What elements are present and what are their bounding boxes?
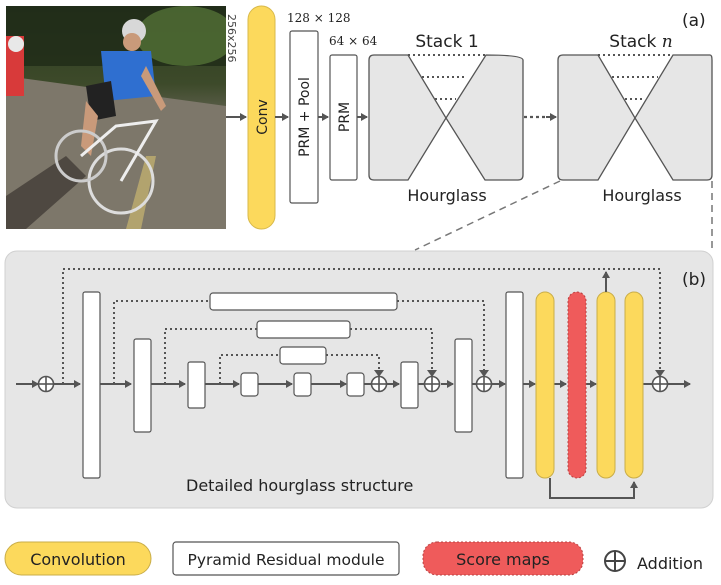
prm-decoder-1 [400, 361, 419, 409]
stack-1-title: Stack 1 [415, 32, 478, 52]
prm-encoder-1 [82, 291, 101, 479]
bypass-conv1-to-conv3 [549, 478, 638, 499]
prm-decoder-3 [505, 291, 524, 479]
panel-a-label: (a) [682, 11, 706, 31]
score-maps-block [567, 291, 587, 479]
prm-bottleneck-1 [240, 372, 259, 397]
addition-icon [604, 550, 626, 572]
prm-skip-block-2 [256, 320, 351, 339]
legend-item-addition: Addition [604, 550, 703, 573]
skip-level-3 [219, 354, 380, 384]
prm-decoder-2 [454, 338, 473, 433]
prm-pool-size-label: 128 × 128 [287, 11, 351, 25]
conv-label: Conv [255, 99, 271, 135]
conv-block-1 [535, 291, 555, 479]
legend-prm-label: Pyramid Residual module [187, 551, 384, 569]
skip-level-2 [164, 328, 433, 384]
stack-n-caption: Hourglass [602, 186, 681, 205]
prm-skip-block-3 [279, 346, 327, 365]
conv-block-2 [596, 291, 616, 479]
legend-item-convolution: Convolution [4, 541, 152, 576]
prm-label: PRM [337, 102, 353, 132]
panel-b-caption: Detailed hourglass structure [186, 476, 413, 495]
addition-nodes [37, 375, 669, 393]
skip-connections [62, 268, 661, 384]
stack-n-title: Stack n [609, 32, 672, 52]
prm-encoder-3 [187, 361, 206, 409]
input-size-label: 256x256 [225, 14, 238, 63]
prm-pool-label: PRM + Pool [297, 77, 313, 157]
skip-arrowheads [374, 370, 665, 377]
legend-item-score-maps: Score maps [422, 541, 584, 576]
prm-bottleneck-3 [346, 372, 365, 397]
hourglass-stack-1: Stack 1 Hourglass [368, 32, 524, 205]
prm-bottleneck-2 [293, 372, 312, 397]
hourglass-right-half [634, 54, 713, 181]
hourglass-right-half [445, 54, 524, 181]
hourglass-left-half [557, 54, 636, 181]
hourglass-stack-n: Stack n Hourglass [557, 32, 713, 205]
legend: Convolution Pyramid Residual module Scor… [4, 541, 703, 576]
input-image-cyclist [6, 6, 226, 229]
legend-addition-label: Addition [637, 554, 703, 573]
prm-size-label: 64 × 64 [329, 34, 378, 48]
legend-convolution-label: Convolution [30, 550, 126, 569]
legend-item-prm: Pyramid Residual module [172, 541, 400, 576]
skip-level-1 [113, 300, 485, 384]
panel-b-label: (b) [682, 270, 706, 290]
stack-1-caption: Hourglass [407, 186, 486, 205]
addition-node-1 [475, 375, 493, 393]
zoom-line-left [414, 180, 561, 251]
addition-node-input [37, 375, 55, 393]
hourglass-left-half [368, 54, 447, 181]
conv-block-3 [624, 291, 644, 479]
addition-node-output [651, 375, 669, 393]
legend-score-maps-label: Score maps [456, 550, 550, 569]
prm-skip-block-1 [209, 292, 398, 311]
addition-node-2 [423, 375, 441, 393]
addition-node-3 [370, 375, 388, 393]
prm-encoder-2 [133, 338, 152, 433]
